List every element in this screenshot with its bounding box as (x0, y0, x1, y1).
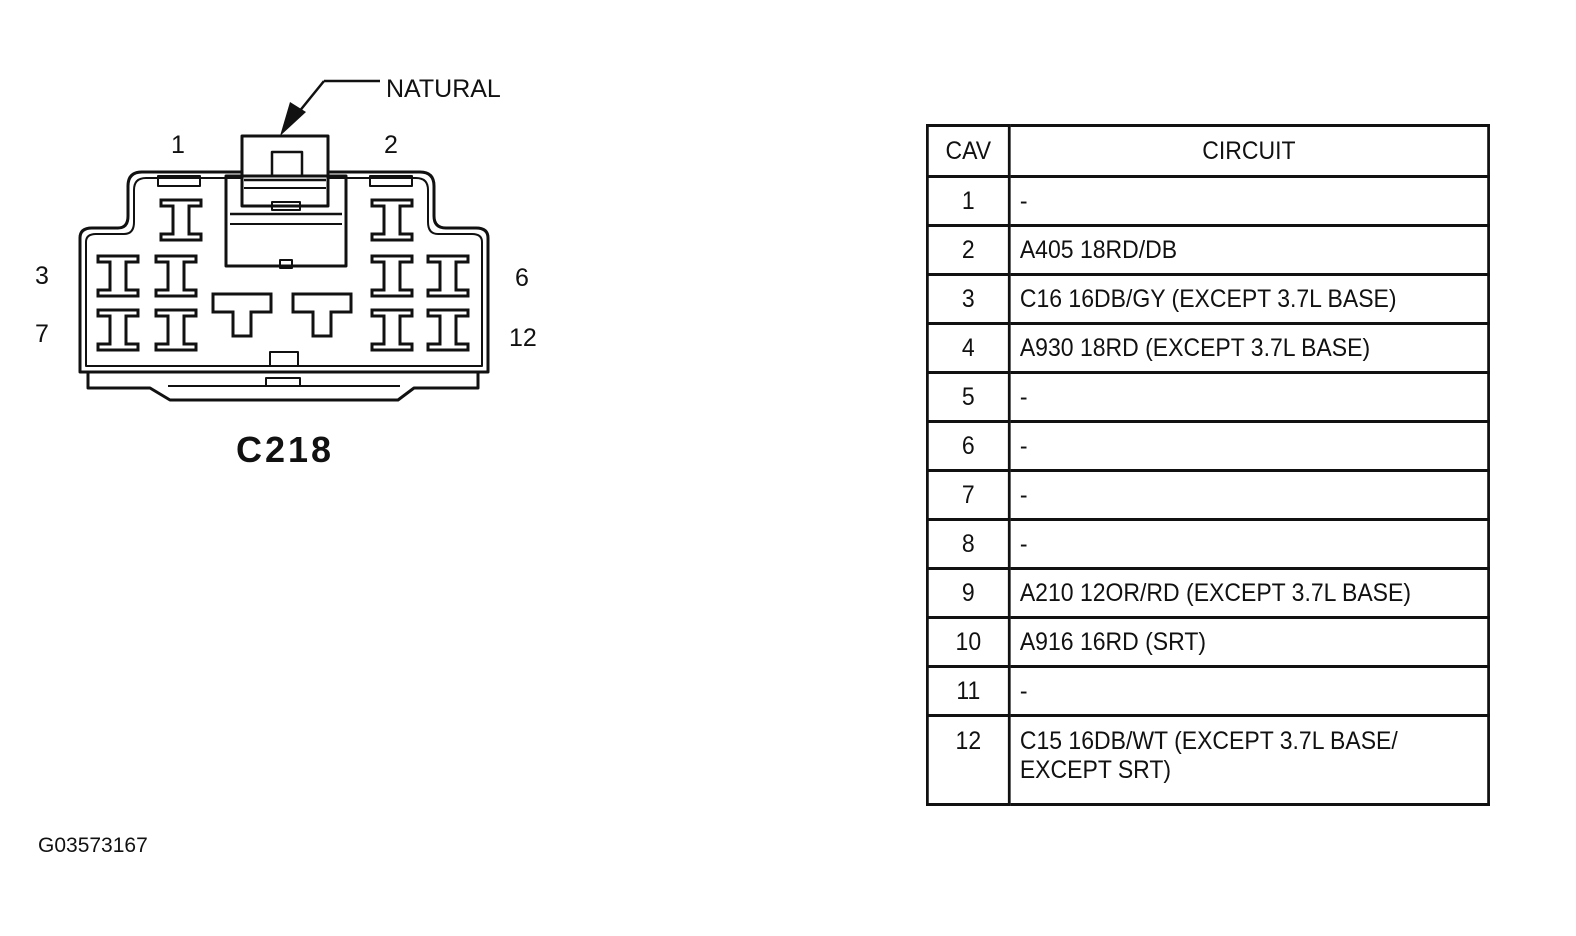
pin-label-1: 1 (171, 131, 185, 159)
cavity-8 (154, 308, 198, 352)
circuit-cell: C15 16DB/WT (EXCEPT 3.7L BASE/ EXCEPT SR… (1007, 714, 1490, 806)
table-row: 4 A930 18RD (EXCEPT 3.7L BASE) (926, 322, 1490, 374)
pin-table: CAV CIRCUIT 1 - 2 A405 18RD/DB 3 C16 16D… (926, 124, 1490, 806)
table-row: 5 - (926, 371, 1490, 423)
table-row: 2 A405 18RD/DB (926, 224, 1490, 276)
circuit-cell: - (1007, 665, 1490, 717)
circuit-line-2: EXCEPT SRT) (1019, 756, 1172, 784)
header-cav: CAV (926, 124, 1011, 178)
pin-label-7: 7 (35, 320, 49, 348)
table-row: 12 C15 16DB/WT (EXCEPT 3.7L BASE/ EXCEPT… (926, 714, 1490, 806)
cav-cell: 1 (926, 175, 1011, 227)
circuit-cell: C16 16DB/GY (EXCEPT 3.7L BASE) (1007, 273, 1490, 325)
cavity-9 (211, 292, 273, 338)
cav-cell: 5 (926, 371, 1011, 423)
circuit-cell: - (1007, 175, 1490, 227)
connector-diagram: NATURAL 1 2 3 6 7 12 (35, 75, 537, 470)
pin-label-3: 3 (35, 262, 49, 290)
circuit-cell: A930 18RD (EXCEPT 3.7L BASE) (1007, 322, 1490, 374)
circuit-cell: - (1007, 469, 1490, 521)
circuit-cell: - (1007, 420, 1490, 472)
cavity-3 (96, 254, 140, 298)
circuit-cell: A405 18RD/DB (1007, 224, 1490, 276)
cavity-2 (370, 198, 414, 242)
cavity-6 (426, 254, 470, 298)
cav-cell: 8 (926, 518, 1011, 570)
table-row: 1 - (926, 175, 1490, 227)
table-row: 8 - (926, 518, 1490, 570)
cav-cell: 12 (926, 714, 1011, 806)
cavity-5 (370, 254, 414, 298)
cav-cell: 9 (926, 567, 1011, 619)
pin-label-6: 6 (515, 264, 529, 292)
cav-cell: 6 (926, 420, 1011, 472)
connector-body (78, 134, 490, 402)
terminal-cavities (96, 198, 470, 352)
circuit-cell: A210 12OR/RD (EXCEPT 3.7L BASE) (1007, 567, 1490, 619)
cavity-11 (370, 308, 414, 352)
table-header-row: CAV CIRCUIT (926, 124, 1490, 178)
cavity-4 (154, 254, 198, 298)
cav-cell: 3 (926, 273, 1011, 325)
pin-label-2: 2 (384, 131, 398, 159)
arrowhead-icon (280, 102, 306, 136)
table-row: 6 - (926, 420, 1490, 472)
figure-id: G03573167 (38, 834, 148, 857)
natural-callout: NATURAL (280, 75, 501, 136)
cav-cell: 10 (926, 616, 1011, 668)
circuit-cell: - (1007, 518, 1490, 570)
table-row: 10 A916 16RD (SRT) (926, 616, 1490, 668)
cav-cell: 4 (926, 322, 1011, 374)
cavity-12 (426, 308, 470, 352)
table-row: 9 A210 12OR/RD (EXCEPT 3.7L BASE) (926, 567, 1490, 619)
circuit-cell: A916 16RD (SRT) (1007, 616, 1490, 668)
cavity-7 (96, 308, 140, 352)
table-row: 7 - (926, 469, 1490, 521)
cav-cell: 11 (926, 665, 1011, 717)
cav-cell: 7 (926, 469, 1011, 521)
connector-name: C218 (236, 429, 334, 470)
circuit-line-1: C15 16DB/WT (EXCEPT 3.7L BASE/ (1019, 727, 1398, 755)
cavity-1 (159, 198, 203, 242)
header-circuit: CIRCUIT (1007, 124, 1490, 178)
cav-cell: 2 (926, 224, 1011, 276)
pin-label-12: 12 (509, 324, 537, 352)
callout-label: NATURAL (386, 75, 501, 103)
cavity-10 (291, 292, 353, 338)
circuit-cell: - (1007, 371, 1490, 423)
table-row: 3 C16 16DB/GY (EXCEPT 3.7L BASE) (926, 273, 1490, 325)
table-row: 11 - (926, 665, 1490, 717)
